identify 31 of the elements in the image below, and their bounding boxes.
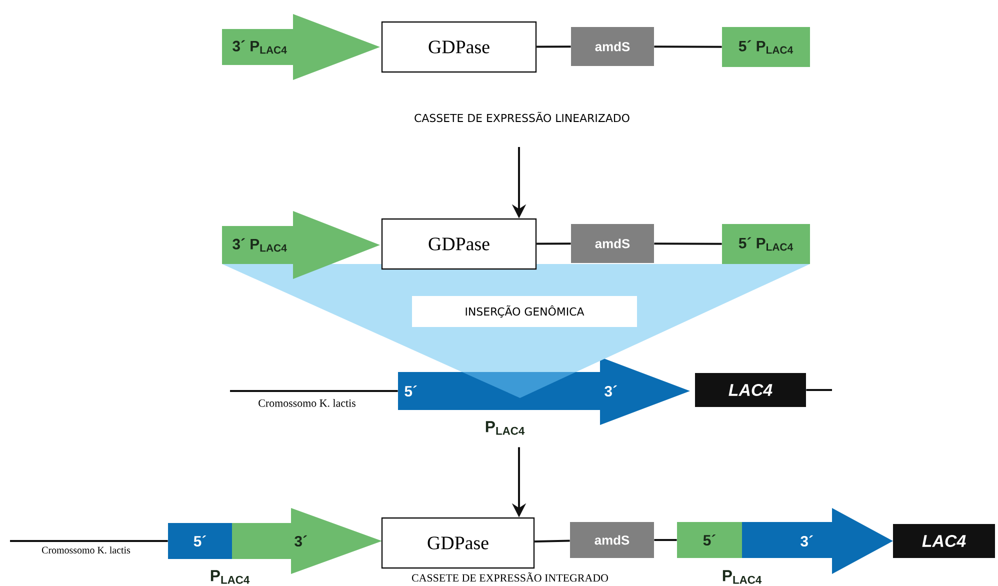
chromosome-label: Cromossomo K. lactis: [258, 399, 356, 407]
chromosome-line: [230, 390, 398, 392]
promoter-box: 5´ P$_{LAC4}$: [722, 224, 810, 264]
gene-box: GDPase: [381, 218, 537, 270]
promoter-box: 5´ P$_{LAC4}$: [722, 27, 810, 67]
promoter-segment: 3´ P$_{LAC4}$: [222, 211, 380, 279]
caption-text: CASSETE DE EXPRESSÃO LINEARIZADO: [414, 112, 630, 122]
promoter-segment: 3´: [742, 508, 893, 574]
marker-box: amdS: [570, 522, 654, 558]
connector-line: [536, 46, 571, 48]
connector-line: [534, 540, 570, 542]
gene-box: LAC4: [695, 373, 806, 407]
node-label: INSERÇÃO GENÔMICA: [466, 305, 584, 318]
promoter-segment: 3´: [232, 508, 382, 574]
promoter-box: 5´: [677, 522, 742, 558]
promoter-segment: 3´ P$_{LAC4}$: [222, 14, 380, 80]
insertion-label-box: INSERÇÃO GENÔMICA: [412, 296, 637, 327]
caption-text: CASSETE DE EXPRESSÃO INTEGRADO: [412, 572, 608, 582]
connector-line: [654, 539, 677, 541]
connector-line: [654, 242, 722, 245]
gene-box: GDPase: [381, 517, 535, 569]
connector-line: [536, 242, 571, 245]
chromosome-label: Cromossomo K. lactis: [42, 546, 130, 554]
marker-box: amdS: [571, 27, 654, 66]
connector-line: [654, 46, 722, 48]
chromosome-line: [806, 389, 832, 391]
chromosome-line: [10, 540, 168, 542]
gene-box: GDPase: [381, 21, 537, 73]
promoter-box: 5´: [168, 523, 232, 559]
marker-box: amdS: [571, 224, 654, 263]
gene-box: LAC4: [893, 524, 995, 558]
